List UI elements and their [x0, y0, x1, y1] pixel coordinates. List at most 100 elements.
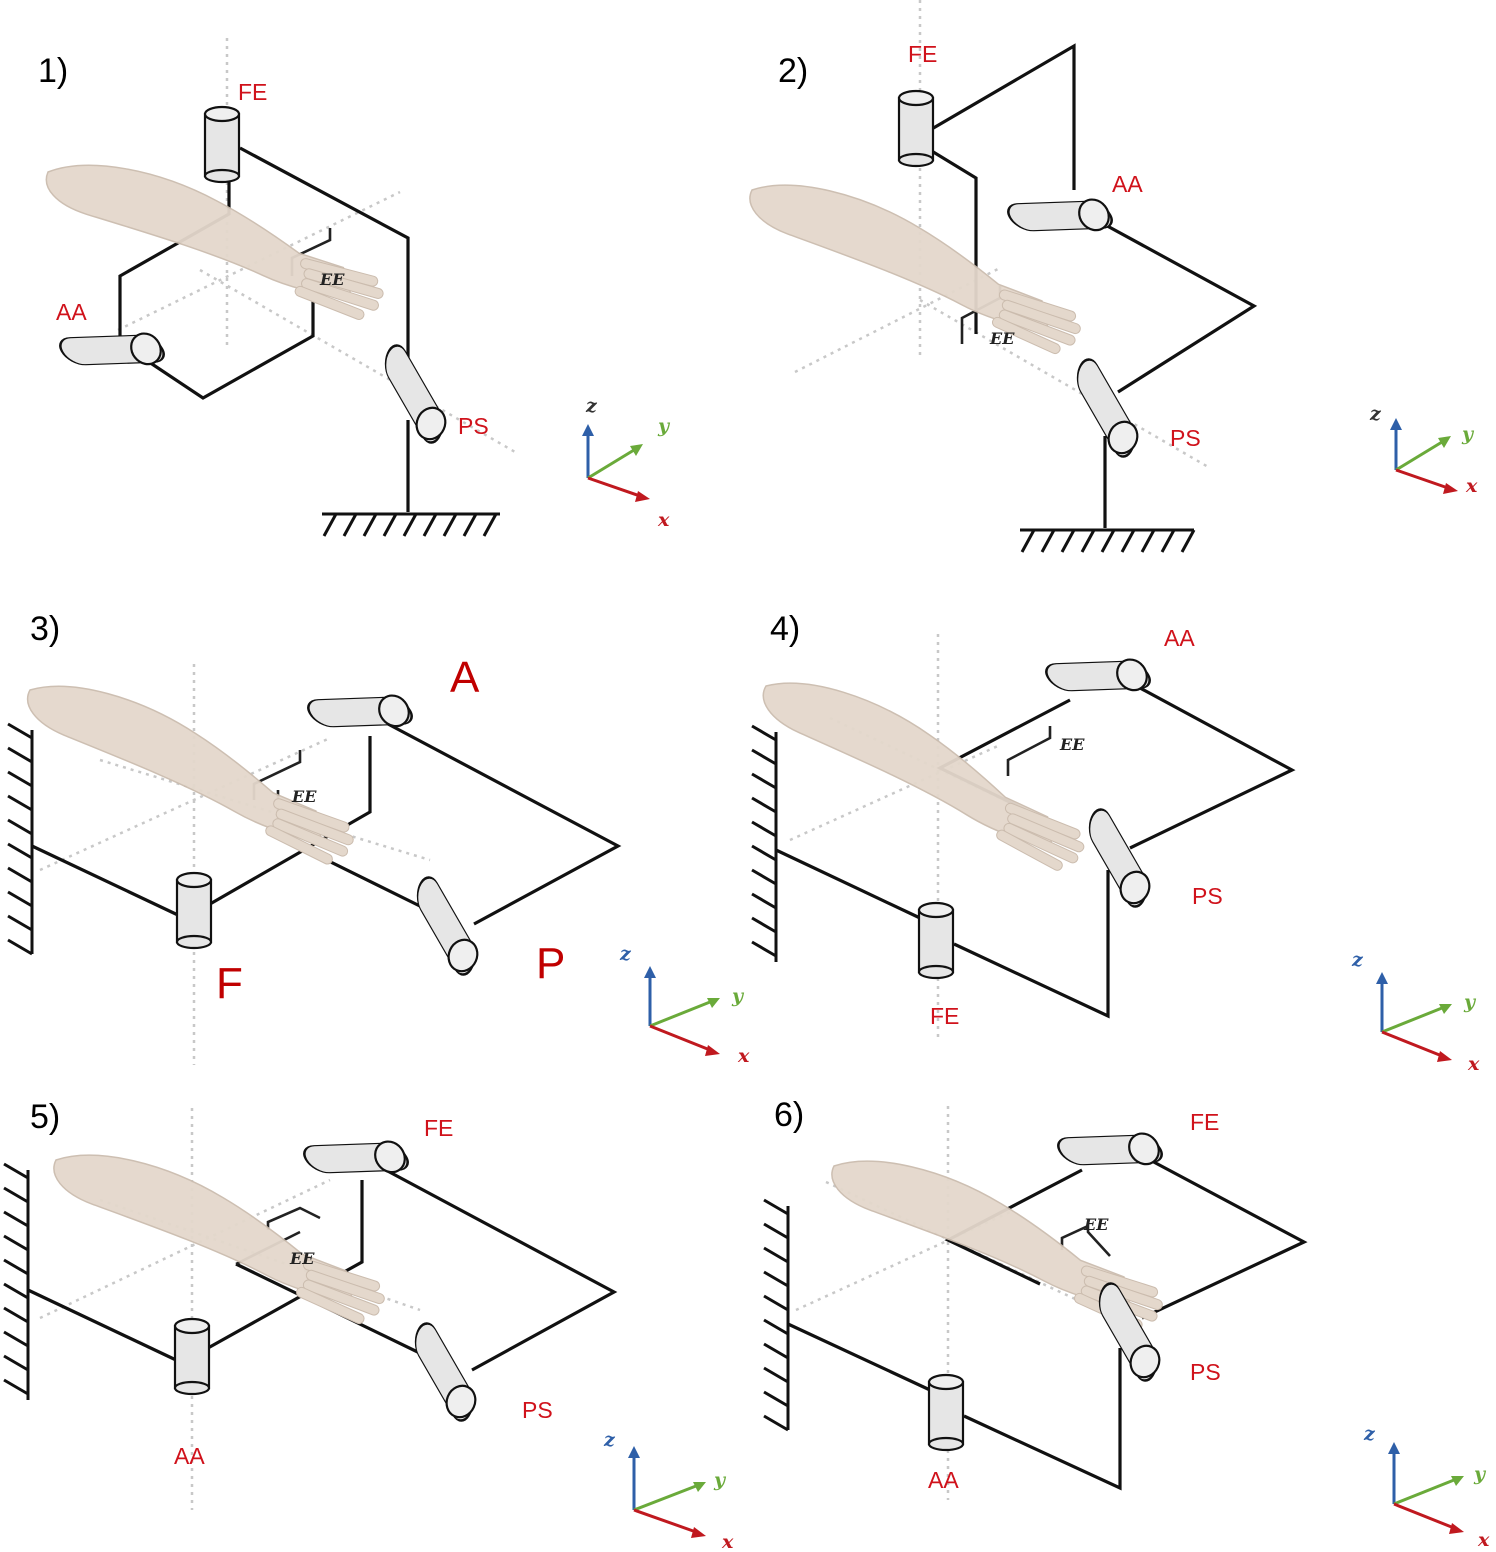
- joint-label: A: [450, 653, 480, 702]
- ps-joint: [1046, 350, 1167, 467]
- axis-z-label: z: [603, 1429, 616, 1451]
- fe-joint: [897, 89, 935, 168]
- link: [387, 722, 622, 926]
- axis-y-label: y: [1463, 991, 1477, 1013]
- forearm-model: [42, 1151, 392, 1321]
- axis-triad: z y x: [582, 395, 671, 531]
- ground: [322, 512, 500, 537]
- joint-label: FE: [930, 1003, 959, 1029]
- panel-3: 3) A F P EE z y x: [8, 610, 750, 1067]
- guide-line: [39, 1178, 331, 1320]
- link: [207, 1180, 364, 1350]
- joint-label: AA: [1112, 171, 1143, 197]
- joint-label: PS: [1170, 425, 1201, 451]
- end-effector-frame: [266, 1206, 321, 1230]
- axis-y-label: y: [713, 1469, 727, 1491]
- link: [1099, 220, 1258, 394]
- link: [787, 1322, 931, 1392]
- wall: [7, 722, 34, 956]
- ps-joint: [354, 336, 475, 453]
- panel-number: 3): [30, 610, 60, 648]
- joint-label: AA: [174, 1443, 205, 1469]
- f-joint: [175, 871, 213, 950]
- p-joint: [386, 868, 507, 985]
- panel-number: 5): [30, 1098, 60, 1136]
- axis-z-label: z: [1369, 403, 1382, 425]
- axis-y-label: y: [1461, 423, 1475, 445]
- link: [209, 736, 372, 906]
- panel-4: 4) AA PS FE EE z y x: [743, 610, 1480, 1075]
- joint-label: FE: [908, 41, 937, 67]
- link: [963, 1348, 1122, 1491]
- panel-number: 4): [770, 610, 800, 648]
- axis-triad: z y x: [1363, 1423, 1490, 1551]
- forearm-model: [743, 677, 1099, 869]
- aa-joint: [927, 1373, 965, 1452]
- link: [31, 844, 181, 918]
- link: [118, 176, 231, 340]
- axis-triad: z y x: [603, 1429, 734, 1552]
- panel-1: 1) FE AA PS EE z y x: [38, 38, 671, 537]
- wall: [763, 1198, 790, 1432]
- axis-triad: z y x: [1351, 949, 1480, 1075]
- aa-joint: [1001, 158, 1121, 273]
- aa-joint: [1039, 618, 1159, 733]
- axis-x-label: x: [721, 1531, 734, 1552]
- guide-line: [794, 266, 1001, 374]
- ee-label: EE: [1059, 735, 1085, 754]
- ps-joint: [384, 1314, 505, 1431]
- panel-number: 2): [778, 52, 808, 90]
- fe-joint: [917, 901, 955, 980]
- axis-triad: z y x: [1369, 403, 1478, 497]
- wall: [3, 1162, 30, 1400]
- panel-number: 6): [774, 1096, 804, 1134]
- joint-label: FE: [1190, 1109, 1219, 1135]
- link: [775, 848, 921, 920]
- panel-2: 2) FE AA PS EE z y x: [738, 0, 1478, 553]
- link: [381, 1166, 618, 1372]
- link: [953, 870, 1110, 1019]
- axis-y-label: y: [731, 985, 745, 1007]
- ee-label: EE: [989, 329, 1015, 348]
- panel-number: 1): [38, 52, 68, 90]
- joint-label: PS: [458, 413, 489, 439]
- axis-x-label: x: [1467, 1053, 1480, 1075]
- axis-z-label: z: [585, 395, 598, 417]
- joint-label: PS: [1190, 1359, 1221, 1385]
- axis-y-label: y: [657, 415, 671, 437]
- axis-y-label: y: [1473, 1463, 1487, 1485]
- axis-z-label: z: [1351, 949, 1364, 971]
- link: [239, 146, 410, 380]
- axis-x-label: x: [1465, 475, 1478, 497]
- link: [27, 1288, 177, 1362]
- ground: [1020, 528, 1196, 553]
- end-effector-frame: [1060, 1223, 1111, 1257]
- panel-5: 5) FE PS AA EE z y x: [3, 1098, 734, 1552]
- link: [944, 1168, 1083, 1286]
- link: [1129, 686, 1296, 850]
- axis-x-label: x: [657, 509, 670, 531]
- link: [139, 276, 315, 400]
- joint-label: PS: [522, 1397, 553, 1423]
- joint-label: AA: [1164, 625, 1195, 651]
- axis-x-label: x: [1477, 1529, 1490, 1551]
- axis-z-label: z: [1363, 1423, 1376, 1445]
- joint-label: PS: [1192, 883, 1223, 909]
- joint-label: F: [216, 959, 243, 1008]
- ee-label: EE: [319, 270, 345, 289]
- ee-label: EE: [1083, 1215, 1109, 1234]
- ee-label: EE: [289, 1249, 315, 1268]
- guide-line: [99, 758, 431, 862]
- panel-6: 6) FE PS AA EE z y x: [763, 1092, 1490, 1551]
- wall: [751, 724, 778, 962]
- a-joint: [301, 654, 421, 769]
- link: [1141, 1158, 1308, 1320]
- link: [929, 43, 1076, 190]
- axis-z-label: z: [619, 943, 632, 965]
- forearm-model: [40, 163, 384, 316]
- joint-label: FE: [238, 79, 267, 105]
- joint-label: P: [536, 939, 565, 988]
- end-effector-frame: [1006, 726, 1052, 776]
- joint-label: AA: [928, 1467, 959, 1493]
